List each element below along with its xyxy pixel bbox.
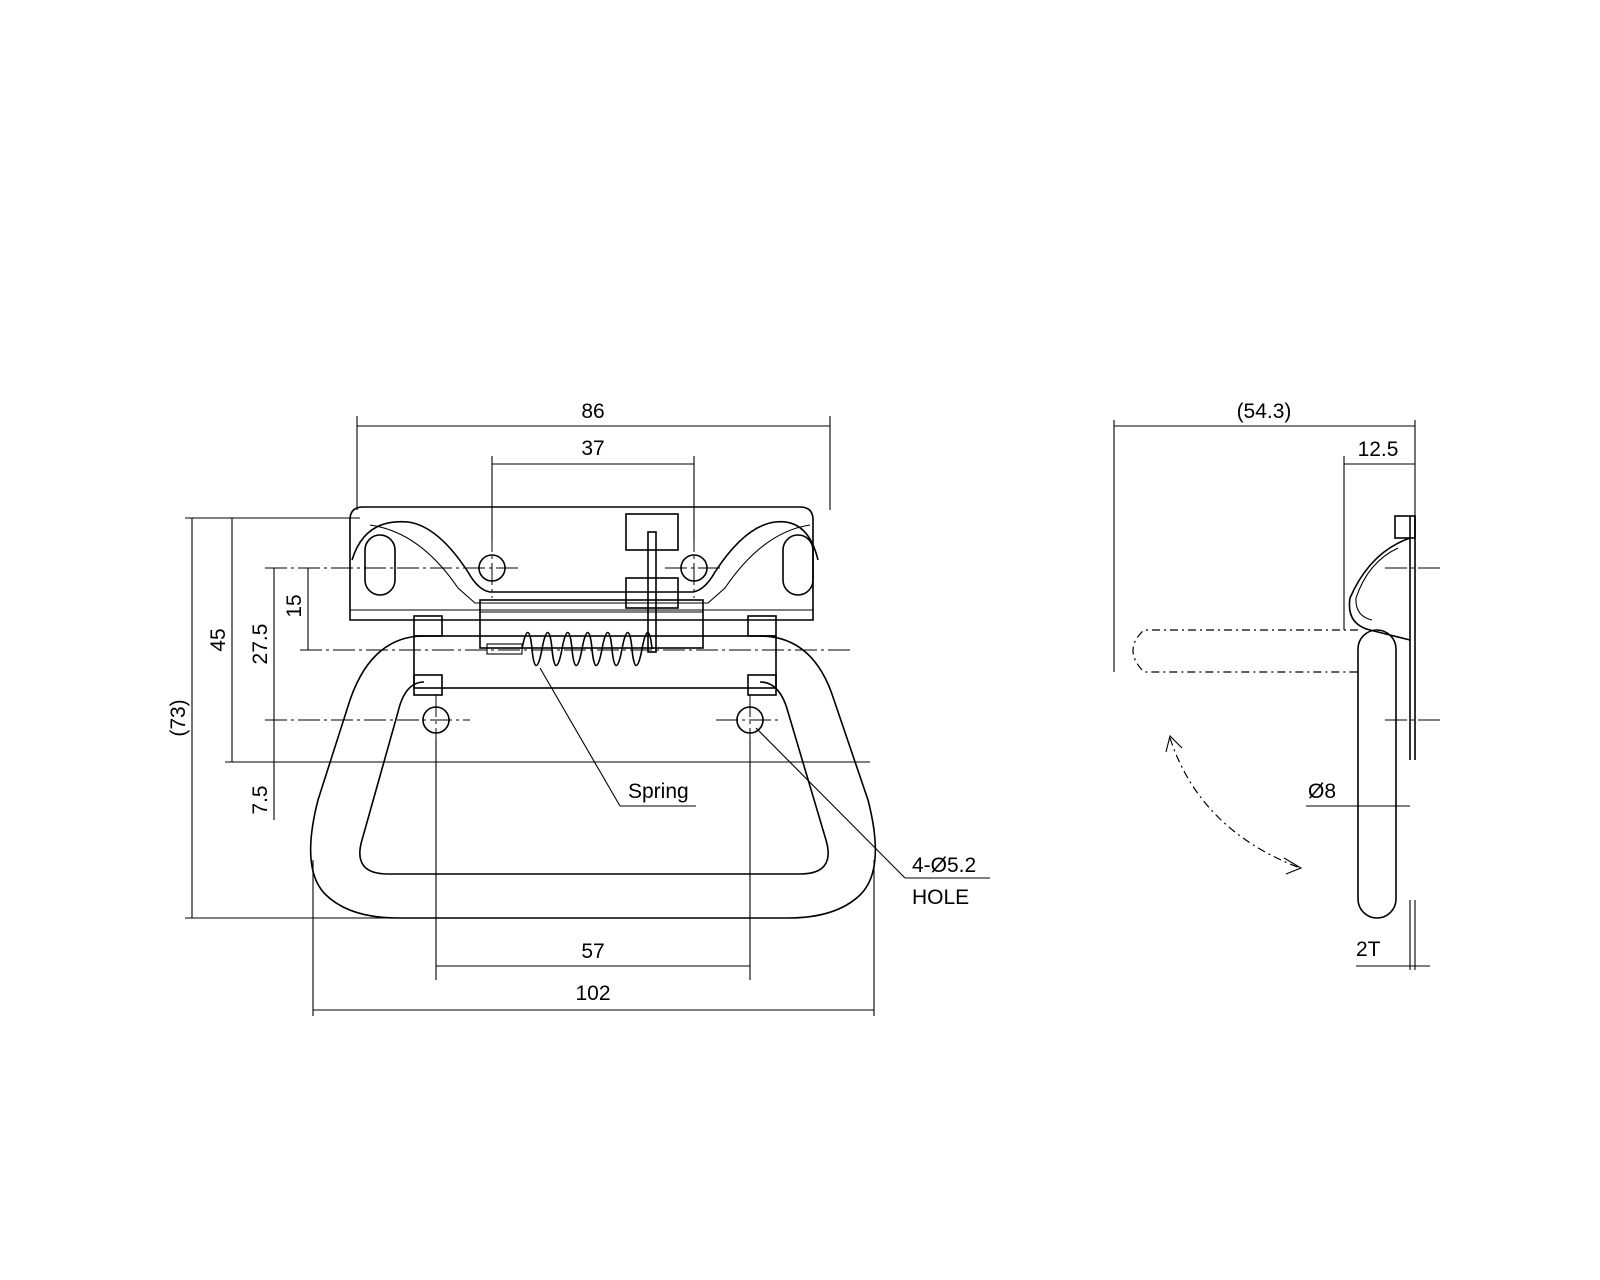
callout-holes-line2: HOLE — [912, 886, 969, 909]
side-dim-reach-label: (54.3) — [1237, 400, 1292, 423]
front-view: 86 37 57 102 (73) 45 27.5 15 7.5 Spring … — [167, 400, 990, 1016]
side-dim-wire-label: Ø8 — [1308, 780, 1336, 803]
lock-tab-upper — [625, 513, 679, 551]
side-hinge-curve — [1348, 537, 1411, 641]
swing-arrow-top — [1165, 734, 1183, 753]
holes-leader — [755, 727, 906, 879]
slot-right — [782, 534, 814, 596]
spring — [486, 631, 653, 667]
dim-overall-width: 86 — [581, 400, 604, 423]
dim-45: 45 — [207, 628, 230, 651]
dim-15: 15 — [283, 594, 306, 617]
side-handle-folded — [1132, 629, 1358, 673]
lock-tab-lower — [625, 577, 679, 609]
hinge-right-upper — [747, 615, 777, 637]
hinge-left-upper — [413, 615, 443, 637]
centerlines — [265, 530, 850, 745]
dimension-lines — [185, 416, 875, 1016]
side-hinge-curve-inner — [1355, 547, 1399, 621]
swing-arrow-bottom — [1283, 857, 1303, 875]
side-dim-12-5-label: 12.5 — [1358, 438, 1399, 461]
dim-handle-width: 102 — [575, 982, 610, 1005]
slot-left — [364, 534, 396, 596]
side-dim-thickness-label: 2T — [1356, 938, 1381, 961]
dim-27-5: 27.5 — [249, 624, 272, 665]
spring-leader — [539, 667, 621, 807]
swing-arc — [1169, 737, 1301, 869]
callout-holes-line1: 4-Ø5.2 — [912, 854, 976, 877]
callout-spring: Spring — [628, 780, 689, 803]
lock-pin — [647, 531, 657, 653]
handle-inner — [359, 681, 829, 875]
side-top-tab — [1394, 515, 1416, 539]
raised-contour-inner — [369, 524, 811, 604]
dim-7-5: 7.5 — [249, 785, 272, 814]
dim-top-holes: 37 — [581, 437, 604, 460]
hinge-left-lower — [413, 674, 443, 696]
dim-overall-height: (73) — [167, 699, 190, 736]
dim-bottom-holes: 57 — [581, 940, 604, 963]
side-view: (54.3) 12.5 Ø8 2T — [1113, 400, 1440, 970]
raised-contour-outer — [351, 520, 819, 593]
handle-crossbar — [413, 635, 777, 689]
handle-outer — [309, 635, 877, 919]
side-handle — [1357, 629, 1397, 919]
base-plate-outline — [349, 506, 814, 621]
